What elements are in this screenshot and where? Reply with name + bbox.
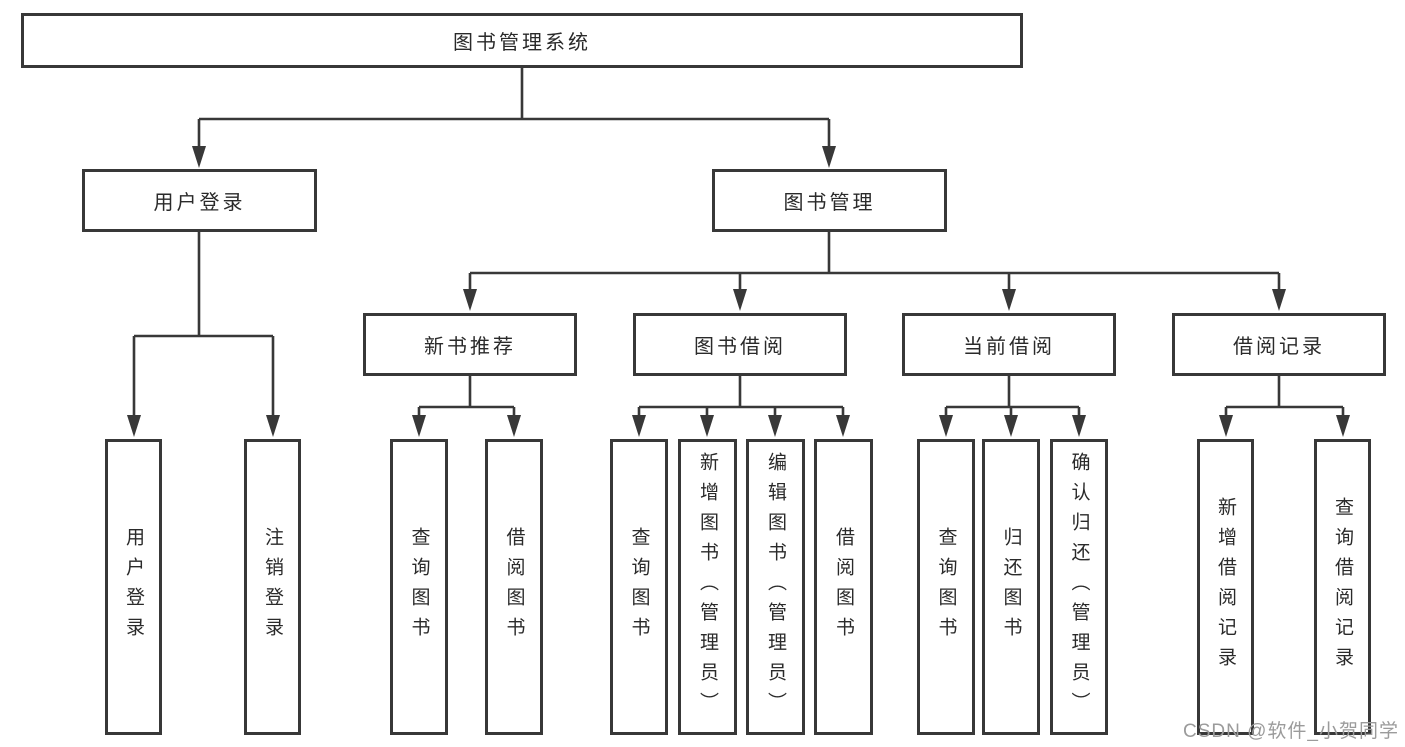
arrowhead-icon <box>1004 415 1018 437</box>
arrowhead-icon <box>127 415 141 437</box>
node-label: 借阅图书 <box>503 527 525 647</box>
connector-user-login-split <box>127 232 280 437</box>
arrowhead-icon <box>700 415 714 437</box>
leaf-recommend-query-book: 查询图书 <box>390 439 448 735</box>
leaf-record-query: 查询借阅记录 <box>1314 439 1371 735</box>
leaf-borrow-edit-book-admin: 编辑图书（管理员） <box>746 439 805 735</box>
node-label: 查询图书 <box>408 527 430 647</box>
arrowhead-icon <box>192 146 206 168</box>
leaf-recommend-borrow-book: 借阅图书 <box>485 439 543 735</box>
node-label: 借阅记录 <box>1233 336 1325 358</box>
arrowhead-icon <box>733 289 747 311</box>
arrowhead-icon <box>507 415 521 437</box>
leaf-borrow-borrow-book: 借阅图书 <box>814 439 873 735</box>
node-borrow-record: 借阅记录 <box>1172 313 1386 376</box>
arrowhead-icon <box>836 415 850 437</box>
node-label: 用户登录 <box>123 527 144 647</box>
node-user-login: 用户登录 <box>82 169 317 232</box>
leaf-record-add: 新增借阅记录 <box>1197 439 1254 735</box>
connector-book-borrow-split <box>632 376 850 437</box>
node-current-borrow: 当前借阅 <box>902 313 1116 376</box>
connector-borrow-record-split <box>1219 376 1350 437</box>
arrowhead-icon <box>939 415 953 437</box>
leaf-current-return-book: 归还图书 <box>982 439 1040 735</box>
node-label: 图书管理 <box>783 192 876 214</box>
leaf-current-query-book: 查询图书 <box>917 439 975 735</box>
node-label: 新书推荐 <box>424 336 516 358</box>
node-label: 用户登录 <box>153 192 246 214</box>
arrowhead-icon <box>1336 415 1350 437</box>
node-new-book-recommend: 新书推荐 <box>363 313 577 376</box>
arrowhead-icon <box>822 146 836 168</box>
node-label: 借阅图书 <box>833 527 854 647</box>
connector-root-split <box>192 68 836 168</box>
node-label: 查询图书 <box>628 527 650 647</box>
arrowhead-icon <box>1219 415 1233 437</box>
arrowhead-icon <box>266 415 280 437</box>
leaf-borrow-add-book-admin: 新增图书（管理员） <box>678 439 737 735</box>
connector-new-book-split <box>412 376 521 437</box>
leaf-borrow-query-book: 查询图书 <box>610 439 668 735</box>
leaf-current-confirm-return-admin: 确认归还（管理员） <box>1050 439 1108 735</box>
node-label: 注销登录 <box>262 527 283 647</box>
node-label: 编辑图书（管理员） <box>765 452 786 722</box>
arrowhead-icon <box>768 415 782 437</box>
node-label: 新增借阅记录 <box>1215 497 1236 677</box>
node-label: 查询借阅记录 <box>1332 497 1353 677</box>
node-label: 确认归还（管理员） <box>1068 452 1090 722</box>
arrowhead-icon <box>1072 415 1086 437</box>
connector-book-mgmt-split <box>463 232 1286 311</box>
leaf-logout: 注销登录 <box>244 439 301 735</box>
arrowhead-icon <box>632 415 646 437</box>
arrowhead-icon <box>1272 289 1286 311</box>
arrowhead-icon <box>412 415 426 437</box>
node-label: 归还图书 <box>1000 527 1022 647</box>
node-label: 当前借阅 <box>963 336 1055 358</box>
arrowhead-icon <box>463 289 477 311</box>
node-book-borrow: 图书借阅 <box>633 313 847 376</box>
leaf-user-login: 用户登录 <box>105 439 162 735</box>
connector-current-borrow-split <box>939 376 1086 437</box>
node-label: 新增图书（管理员） <box>697 452 718 722</box>
node-book-management: 图书管理 <box>712 169 947 232</box>
arrowhead-icon <box>1002 289 1016 311</box>
node-label: 图书管理系统 <box>453 32 591 54</box>
csdn-watermark: CSDN @软件_小贺同学 <box>1183 721 1399 742</box>
node-label: 查询图书 <box>935 527 957 647</box>
node-root-system: 图书管理系统 <box>21 13 1023 68</box>
node-label: 图书借阅 <box>694 336 786 358</box>
